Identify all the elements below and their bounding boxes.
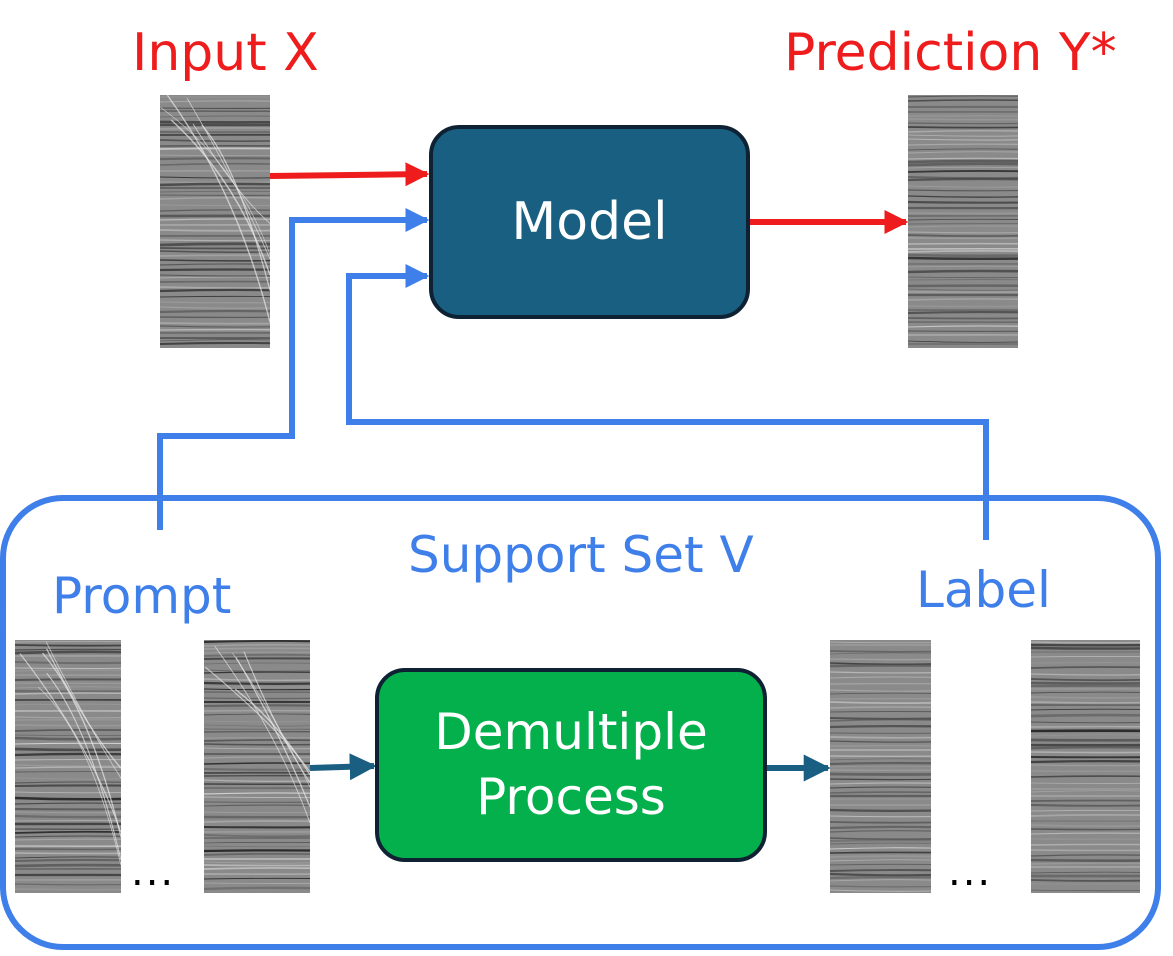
input-to-model-arrow <box>269 162 430 187</box>
input-seismic-image <box>160 95 270 348</box>
label-label: Label <box>916 561 1051 619</box>
support-set-label: Support Set V <box>408 526 754 584</box>
prompt-to-model-connector <box>157 208 430 530</box>
label-to-model-connector <box>346 264 989 540</box>
model-box: Model <box>429 125 750 319</box>
input-label: Input X <box>132 23 319 83</box>
model-box-label: Model <box>511 192 668 252</box>
prompt-to-demultiple-arrow <box>309 753 377 781</box>
prompt-label: Prompt <box>52 567 232 625</box>
label-ellipsis: ... <box>948 849 993 895</box>
support-set-container <box>0 495 1161 950</box>
demultiple-box-label-line1: Demultiple <box>434 703 708 761</box>
demultiple-box-label-line2: Process <box>476 768 666 826</box>
prompt-ellipsis: ... <box>131 849 176 895</box>
label-seismic-image-1 <box>830 640 931 893</box>
prompt-seismic-image-1 <box>15 640 121 893</box>
prediction-label: Prediction Y* <box>784 23 1117 83</box>
label-seismic-image-2 <box>1031 640 1140 893</box>
prediction-seismic-image <box>908 95 1018 348</box>
demultiple-process-box: Demultiple Process <box>375 668 767 862</box>
prompt-seismic-image-2 <box>204 640 310 893</box>
